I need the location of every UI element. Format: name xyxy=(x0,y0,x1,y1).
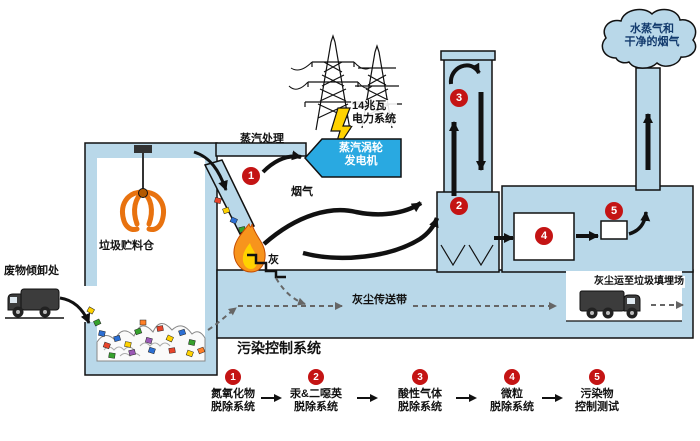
marker-5: 5 xyxy=(605,202,623,220)
marker-3: 3 xyxy=(450,89,468,107)
ash-conveyor-dashes xyxy=(207,277,684,331)
flow-arrows xyxy=(59,62,653,324)
label-ash-conveyor: 灰尘传送带 xyxy=(352,294,407,306)
legend-item-2: 2 汞&二噁英 脱除系统 xyxy=(271,369,361,414)
cloud-shape xyxy=(601,8,697,69)
monitor-box-shape xyxy=(600,220,628,240)
furnace-grate-icon xyxy=(247,253,286,279)
legend-label-1: 氮氧化物 脱除系统 xyxy=(211,388,255,413)
legend-label-2: 汞&二噁英 脱除系统 xyxy=(290,388,342,413)
marker-4: 4 xyxy=(535,227,553,245)
legend-item-3: 3 酸性气体 脱除系统 xyxy=(375,369,465,414)
legend-label-4: 微粒 脱除系统 xyxy=(490,388,534,413)
turbine-arrow-shape xyxy=(303,138,402,178)
legend-arrow-icon xyxy=(542,391,564,409)
legend-arrow-icon xyxy=(357,391,379,409)
legend-marker-3: 3 xyxy=(412,369,428,385)
label-flue-gas: 烟气 xyxy=(291,186,313,198)
legend-marker-1: 1 xyxy=(225,369,241,385)
label-steam-treatment: 蒸汽处理 xyxy=(240,133,284,145)
label-waste-dump: 废物倾卸处 xyxy=(4,265,59,277)
legend-marker-5: 5 xyxy=(589,369,605,385)
scrubber-column-shape xyxy=(436,50,500,273)
label-ash: 灰 xyxy=(268,254,279,266)
legend-item-1: 1 氮氧化物 脱除系统 xyxy=(188,369,278,414)
label-ash-to-landfill: 灰尘运至垃圾填埋场 xyxy=(593,276,685,288)
label-waste-bunker: 垃圾贮料仓 xyxy=(99,240,154,252)
marker-2: 2 xyxy=(450,197,468,215)
label-power-system: 14兆瓦 电力系统 xyxy=(351,100,397,126)
label-turbine: 蒸汽涡轮 发电机 xyxy=(339,142,383,167)
garbage-truck-icon xyxy=(5,288,64,319)
legend-marker-4: 4 xyxy=(504,369,520,385)
legend-arrow-icon xyxy=(456,391,478,409)
legend-marker-2: 2 xyxy=(308,369,324,385)
legend-item-4: 4 微粒 脱除系统 xyxy=(467,369,557,414)
legend-label-5: 污染物 控制测试 xyxy=(575,388,619,413)
legend-item-5: 5 污染物 控制测试 xyxy=(552,369,642,414)
marker-1: 1 xyxy=(242,167,260,185)
label-clean-emissions: 水蒸气和 干净的烟气 xyxy=(624,23,680,48)
legend-title: 污染控制系统 xyxy=(237,340,321,356)
ash-truck-icon xyxy=(579,290,641,319)
crane-claw-icon xyxy=(120,145,166,232)
legend-arrow-icon xyxy=(261,391,283,409)
legend-label-3: 酸性气体 脱除系统 xyxy=(398,388,442,413)
